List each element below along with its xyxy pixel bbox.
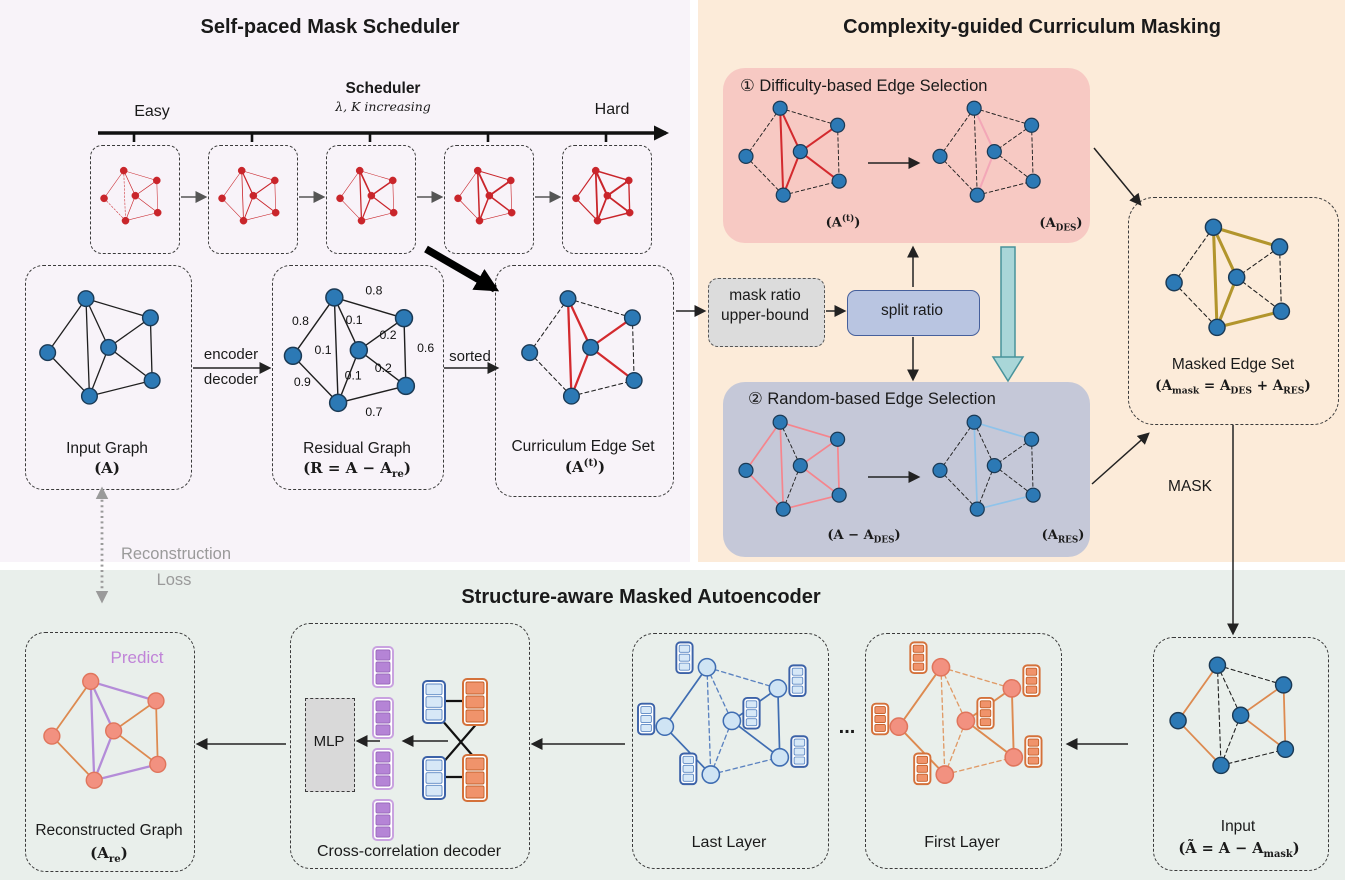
masked-input-formula: (Ã = A − Amask) <box>1178 840 1300 860</box>
difficulty-output-graph <box>932 100 1041 203</box>
input-graph-label: Input Graph <box>66 440 148 457</box>
mask-ratio-line2: upper-bound <box>721 307 809 324</box>
random-selection-heading: ② Random-based Edge Selection <box>748 390 996 408</box>
masking-title: Complexity-guided Curriculum Masking <box>843 16 1221 38</box>
reconstructed-graph-label: Reconstructed Graph <box>35 822 183 839</box>
svg-text:0.8: 0.8 <box>365 284 382 298</box>
predict-label: Predict <box>110 648 164 667</box>
layers-ellipsis: ... <box>838 716 856 738</box>
svg-text:0.1: 0.1 <box>346 313 363 327</box>
masked-edge-set-formula: (Amask = ADES + ARES) <box>1155 378 1311 397</box>
difficulty-input-formula: (A(t)) <box>825 214 861 231</box>
random-selection-box <box>723 382 1090 557</box>
cross-correlation-pairs <box>422 678 488 802</box>
mlp-box <box>305 698 355 792</box>
reconstructed-graph <box>43 672 167 789</box>
last-layer-box <box>632 633 829 869</box>
mask-arrow-label: MASK <box>1168 478 1212 495</box>
masked-input-box <box>1153 637 1329 871</box>
svg-text:0.1: 0.1 <box>345 368 362 382</box>
split-ratio-box <box>847 290 980 336</box>
axis-hard-label: Hard <box>594 101 630 118</box>
scheduler-stage-5-box <box>562 145 652 254</box>
svg-text:0.6: 0.6 <box>417 341 434 355</box>
masked-edge-set-box <box>1128 197 1339 425</box>
input-graph-formula: (A) <box>94 459 120 477</box>
svg-text:0.2: 0.2 <box>380 328 397 342</box>
scheduler-title: Self-paced Mask Scheduler <box>200 16 460 38</box>
curriculum-edge-set-box <box>495 265 674 497</box>
cross-correlation-decoder-box <box>290 623 530 869</box>
first-layer-box <box>865 633 1062 869</box>
reconstruction-loss-line1: Reconstruction <box>120 545 232 563</box>
autoencoder-title: Structure-aware Masked Autoencoder <box>461 586 821 608</box>
scheduler-stage-3-graph <box>336 166 398 225</box>
scheduler-stage-5-graph <box>572 166 634 225</box>
residual-graph-box <box>272 265 444 490</box>
difficulty-selection-heading: ① Difficulty-based Edge Selection <box>740 77 988 95</box>
cross-correlation-decoder-label: Cross-correlation decoder <box>316 843 502 860</box>
reconstructed-graph-formula: (Are) <box>90 844 128 865</box>
input-graph-box <box>25 265 192 490</box>
axis-sublabel: λ, K increasing <box>335 99 431 114</box>
scheduler-panel <box>0 0 690 562</box>
decoder-label: decoder <box>203 371 259 388</box>
axis-label: Scheduler <box>345 80 421 97</box>
last-layer-graph <box>637 641 809 786</box>
difficulty-input-graph <box>738 100 847 203</box>
curriculum-edge-set-label: Curriculum Edge Set <box>511 438 655 455</box>
encoder-label: encoder <box>203 346 259 363</box>
masked-edge-set-graph <box>1165 218 1291 337</box>
scheduler-stage-1-box <box>90 145 180 254</box>
curriculum-edge-set-formula: (A(t)) <box>564 457 606 476</box>
scheduler-stage-2-box <box>208 145 298 254</box>
mask-ratio-box <box>708 278 825 347</box>
decoder-output-vectors <box>372 646 394 841</box>
sorted-label: sorted <box>449 348 491 365</box>
split-ratio-label: split ratio <box>880 302 944 319</box>
scheduler-stage-3-box <box>326 145 416 254</box>
last-layer-label: Last Layer <box>691 834 767 851</box>
masked-input-graph <box>1169 656 1295 775</box>
mask-ratio-line1: mask ratio <box>729 287 801 304</box>
svg-text:0.2: 0.2 <box>375 361 392 375</box>
random-output-formula: (ARES) <box>1041 528 1085 546</box>
curriculum-edge-set-graph <box>521 290 643 405</box>
first-layer-graph <box>871 641 1043 786</box>
residual-graph-label: Residual Graph <box>303 440 411 457</box>
mlp-label: MLP <box>313 733 345 750</box>
difficulty-selection-box <box>723 68 1090 243</box>
scheduler-stage-2-graph <box>218 166 280 225</box>
residual-graph: 0.8 0.1 0.8 0.1 0.2 0.6 0.1 0.2 0.9 0.7 <box>283 284 434 419</box>
scheduler-stage-1-graph <box>100 166 162 225</box>
masked-edge-set-label: Masked Edge Set <box>1171 356 1295 373</box>
scheduler-stage-4-graph <box>454 166 516 225</box>
svg-text:0.1: 0.1 <box>315 343 332 357</box>
random-input-formula: (A − ADES) <box>827 528 901 546</box>
masked-input-label: Input <box>1220 818 1256 835</box>
input-graph <box>39 290 161 405</box>
svg-text:0.9: 0.9 <box>294 375 311 389</box>
reconstructed-graph-box <box>25 632 195 872</box>
svg-text:0.8: 0.8 <box>292 314 309 328</box>
axis-easy-label: Easy <box>134 103 170 120</box>
residual-graph-formula: (R = A − Are) <box>303 459 411 480</box>
svg-text:0.7: 0.7 <box>365 405 382 419</box>
difficulty-output-formula: (ADES) <box>1039 216 1083 234</box>
first-layer-label: First Layer <box>924 834 1000 851</box>
random-input-graph <box>738 414 847 517</box>
reconstruction-loss-line2: Loss <box>156 571 192 589</box>
random-output-graph <box>932 414 1041 517</box>
